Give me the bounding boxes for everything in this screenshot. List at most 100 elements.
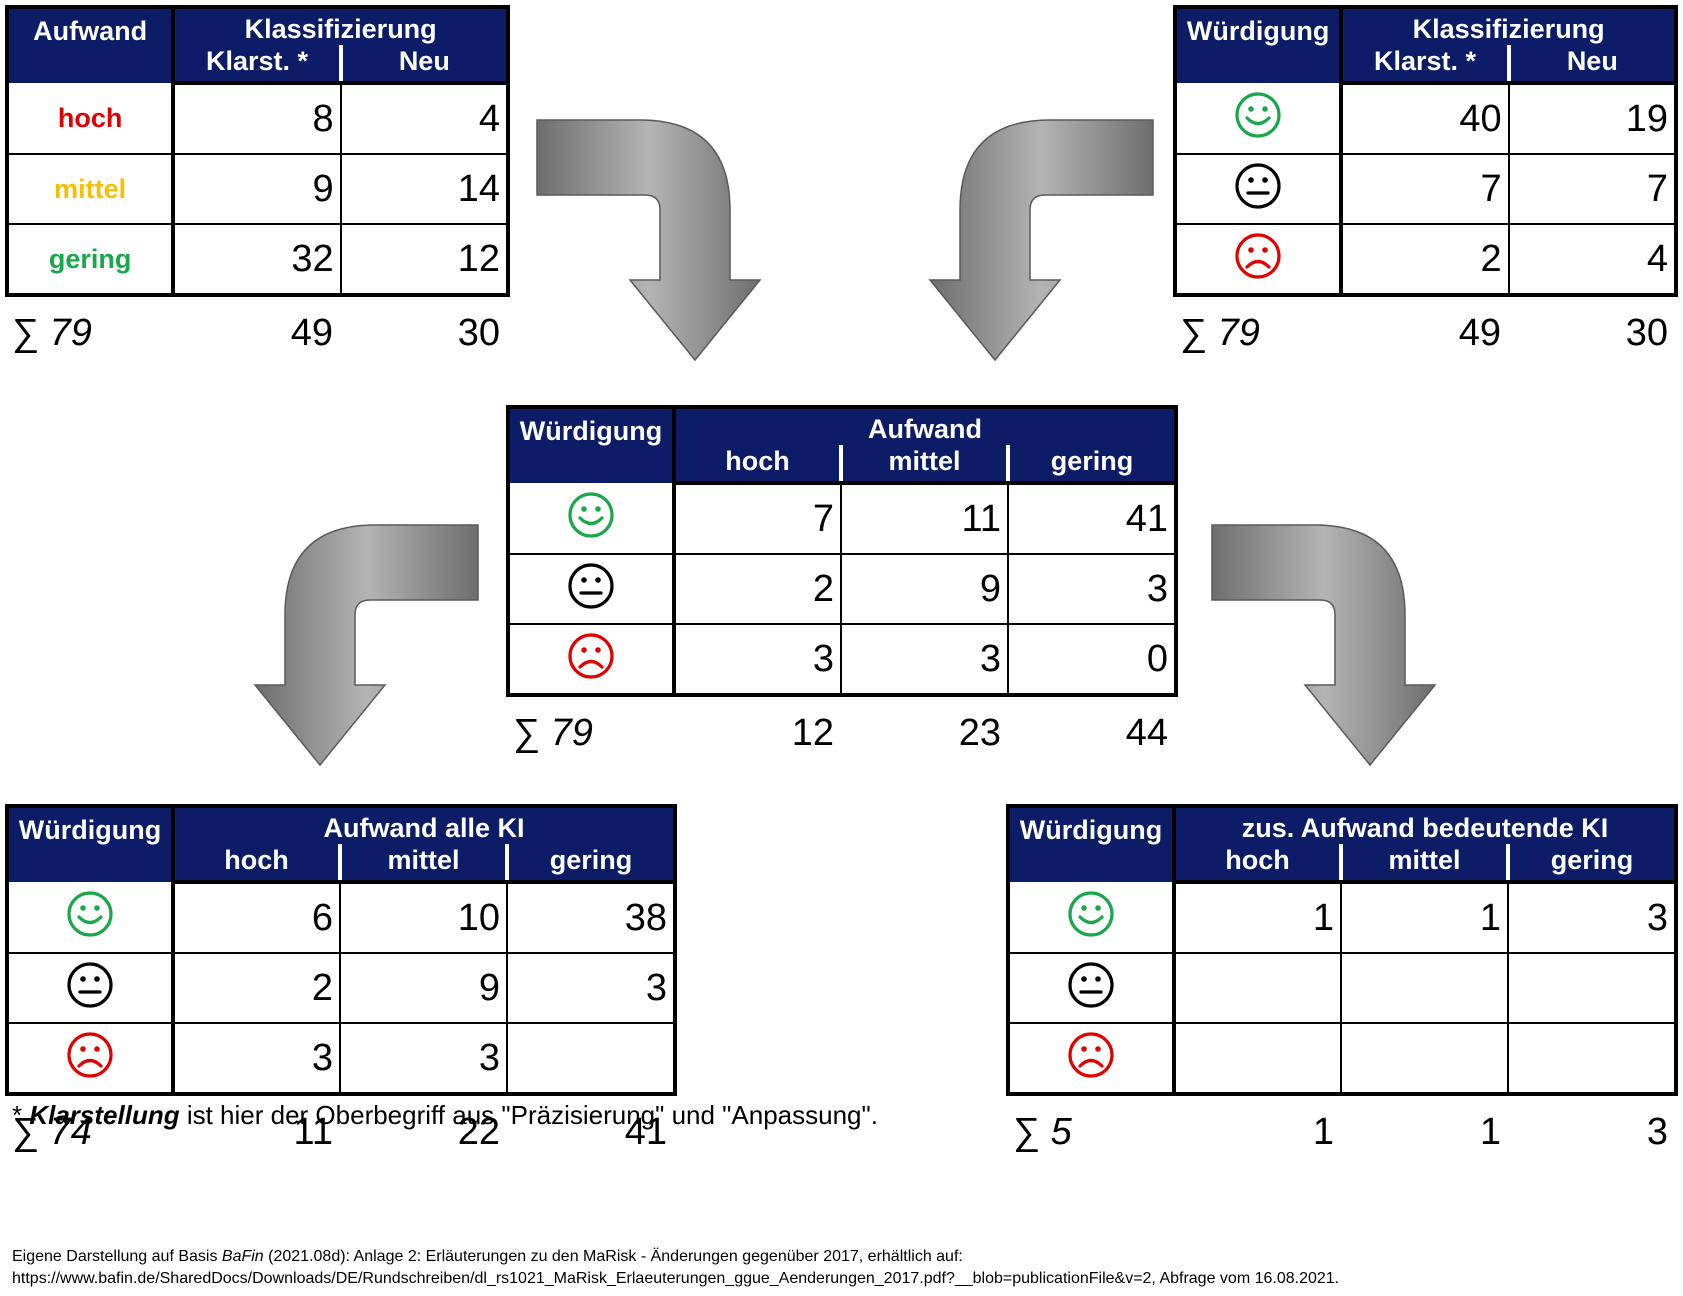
table-row: 3 3 0 [507,623,1177,695]
sigma-symbol: ∑ [513,712,541,754]
row-icon-cell [6,1022,175,1094]
row-icon-cell [1007,882,1176,953]
source-prefix: Eigene Darstellung auf Basis [12,1248,222,1265]
cell: 38 [506,882,675,953]
corner-header: Würdigung [7,806,173,882]
sigma-symbol: ∑ [12,312,40,354]
col-header: Klarst. * [1339,45,1509,85]
column-sum: 30 [457,312,500,354]
table-row: 6 10 38 [6,882,675,953]
footnote-term: Klarstellung [29,1100,180,1130]
row-icon-cell [1173,83,1344,154]
cell: 2 [673,553,841,624]
table-row: 7 7 [1173,153,1676,224]
footnote-text: ist hier der Oberbegriff aus "Präzisieru… [179,1100,878,1130]
row-label: gering [5,223,176,295]
table-row: 3 3 [6,1022,675,1094]
cell: 4 [339,83,508,154]
cell [1506,1022,1677,1094]
column-sum: 3 [1646,1111,1668,1153]
cell: 7 [1340,153,1509,224]
sad-face-icon [1067,1031,1115,1086]
row-icon-cell [507,483,676,554]
sum-total-value: 5 [1050,1111,1072,1153]
bend-arrow-icon [928,119,1154,362]
source-rest: (2021.08d): Anlage 2: Erläuterungen zu d… [263,1248,963,1265]
column-sum: 1 [1312,1111,1334,1153]
sum-total-value: 79 [550,712,593,754]
neutral-face-icon [1234,162,1282,217]
col-header: mittel [338,844,507,884]
table-row: 40 19 [1173,83,1676,154]
group-header: zus. Aufwand bedeutende KI [1171,806,1677,844]
column-sum: 1 [1479,1111,1501,1153]
col-header: gering [1005,445,1177,485]
column-sum: 22 [457,1111,500,1153]
footnote: * Klarstellung ist hier der Oberbegriff … [12,1100,878,1131]
neutral-face-icon [567,562,615,617]
row-icon-cell [1007,952,1176,1023]
cell [1173,952,1341,1023]
happy-face-icon [1234,91,1282,146]
cell [506,1022,675,1094]
row-label: hoch [5,83,176,154]
column-sum: 49 [1458,312,1501,354]
sigma-symbol: ∑ [1013,1111,1041,1153]
col-header: mittel [839,445,1008,485]
sum-total-value: 79 [49,312,92,354]
table-row: 2 9 3 [507,553,1177,624]
table-row: 7 11 41 [507,483,1177,554]
col-header: hoch [672,445,841,485]
corner-header: Aufwand [7,7,174,83]
source-url: https://www.bafin.de/SharedDocs/Download… [12,1270,1340,1287]
cell: 3 [840,623,1008,695]
sum-total: ∑ 74 [12,1111,92,1154]
cell: 19 [1507,83,1676,154]
cell: 3 [172,1022,340,1094]
appraisal-effort-table: Würdigung Aufwand hoch mittel gering 7 1… [506,405,1179,697]
cell: 0 [1006,623,1177,695]
significant-institutions-effort-table: Würdigung zus. Aufwand bedeutende KI hoc… [1006,804,1679,1096]
column-sum: 30 [1625,312,1668,354]
cell: 8 [172,83,341,154]
sigma-symbol: ∑ [12,1111,40,1153]
column-sum: 41 [624,1111,667,1153]
row-icon-cell [1007,1022,1176,1094]
cell [1340,952,1508,1023]
column-sum: 49 [290,312,333,354]
group-header: Klassifizierung [1339,7,1676,45]
cell: 41 [1006,483,1177,554]
bend-arrow-icon [1211,524,1437,767]
cell: 1 [1340,882,1508,953]
group-header: Klassifizierung [171,7,508,45]
cell [1506,952,1677,1023]
cell: 3 [339,1022,507,1094]
cell: 7 [673,483,841,554]
cell [1340,1022,1508,1094]
table-row: mittel 9 14 [5,153,508,224]
col-header: hoch [171,844,340,884]
neutral-face-icon [1067,961,1115,1016]
row-icon-cell [507,623,676,695]
effort-classification-table: Aufwand Klassifizierung Klarst. * Neu ho… [5,5,510,297]
col-header: Neu [1506,45,1676,85]
sad-face-icon [66,1031,114,1086]
column-sum: 12 [791,712,834,754]
row-icon-cell [507,553,676,624]
column-sum: 11 [293,1111,333,1153]
bend-arrow-icon [253,524,479,767]
table-row [1007,1022,1677,1094]
cell: 11 [840,483,1008,554]
happy-face-icon [1067,890,1115,945]
cell: 9 [339,952,507,1023]
col-header: hoch [1172,844,1341,884]
cell: 6 [172,882,340,953]
row-icon-cell [1173,223,1344,295]
cell: 2 [1340,223,1509,295]
cell [1173,1022,1341,1094]
sum-total: ∑ 79 [12,312,92,355]
cell: 40 [1340,83,1509,154]
sum-total: ∑ 5 [1013,1111,1072,1154]
row-label: mittel [5,153,176,224]
column-sum: 23 [958,712,1001,754]
